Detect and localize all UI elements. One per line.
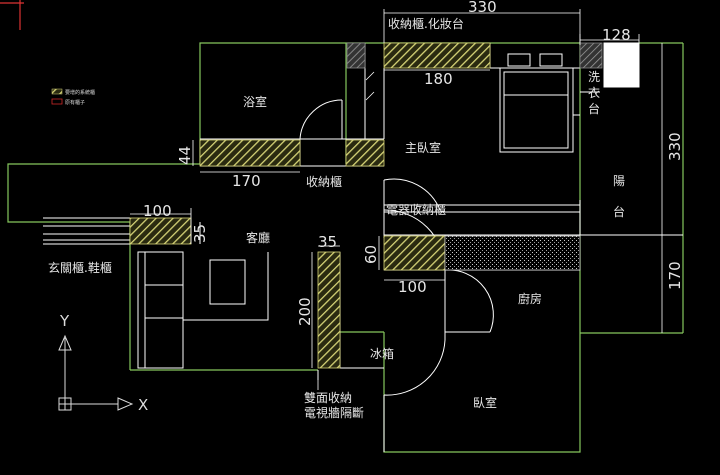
room-laundry-2: 衣	[588, 85, 600, 100]
room-living-room: 客廳	[246, 230, 270, 245]
dim-35-b: 35	[318, 233, 337, 251]
room-master-bedroom: 主臥室	[405, 140, 441, 155]
legend-swatch-new	[51, 88, 63, 95]
drawing-text: 要增的系統櫃 原有櫃子 浴室 主臥室 客廳 廚房 臥室 陽 台 洗 衣 台 收納…	[48, 0, 684, 420]
label-double-storage-2: 電視牆隔斷	[304, 405, 364, 420]
dim-180: 180	[424, 70, 453, 88]
room-laundry-1: 洗	[588, 70, 600, 84]
label-fridge: 冰箱	[370, 346, 394, 361]
dim-100-mid: 100	[398, 278, 427, 296]
legend-text-new: 要增的系統櫃	[65, 89, 95, 96]
dim-100-top: 100	[143, 202, 172, 220]
cabinet-blocks	[129, 42, 603, 369]
dim-60: 60	[362, 245, 380, 264]
dim-44: 44	[176, 146, 194, 165]
ucs-axis-icon	[58, 334, 134, 411]
room-bedroom: 臥室	[473, 395, 497, 410]
leader-lines	[317, 71, 375, 390]
dim-128: 128	[602, 26, 631, 44]
axis-y-label: Y	[59, 312, 70, 330]
washing-machine	[603, 42, 640, 88]
dim-170-right: 170	[666, 261, 684, 290]
legend-text-existing: 原有櫃子	[65, 99, 85, 106]
axis-x-label: X	[138, 396, 148, 414]
dim-200: 200	[296, 297, 314, 326]
dim-330-right: 330	[666, 132, 684, 161]
room-kitchen: 廚房	[518, 291, 542, 306]
dim-170-left: 170	[232, 172, 261, 190]
room-bathroom: 浴室	[243, 94, 267, 109]
room-balcony-2: 台	[613, 204, 625, 219]
label-storage-cabinet: 收納櫃	[306, 175, 342, 189]
label-double-storage-1: 雙面收納	[304, 391, 352, 405]
label-storage-vanity: 收納櫃.化妝台	[388, 16, 464, 31]
room-laundry-3: 台	[588, 101, 600, 116]
label-entry-shoe-cabinet: 玄關櫃.鞋櫃	[48, 260, 112, 275]
ucs-corner-marker	[0, 0, 24, 30]
label-appliance-storage: 電器收納櫃	[386, 203, 446, 217]
dim-330-top: 330	[468, 0, 497, 16]
dim-35-a: 35	[191, 224, 209, 243]
legend-swatch-existing	[51, 98, 63, 105]
dimension-lines	[130, 9, 663, 368]
room-balcony-1: 陽	[613, 174, 625, 188]
